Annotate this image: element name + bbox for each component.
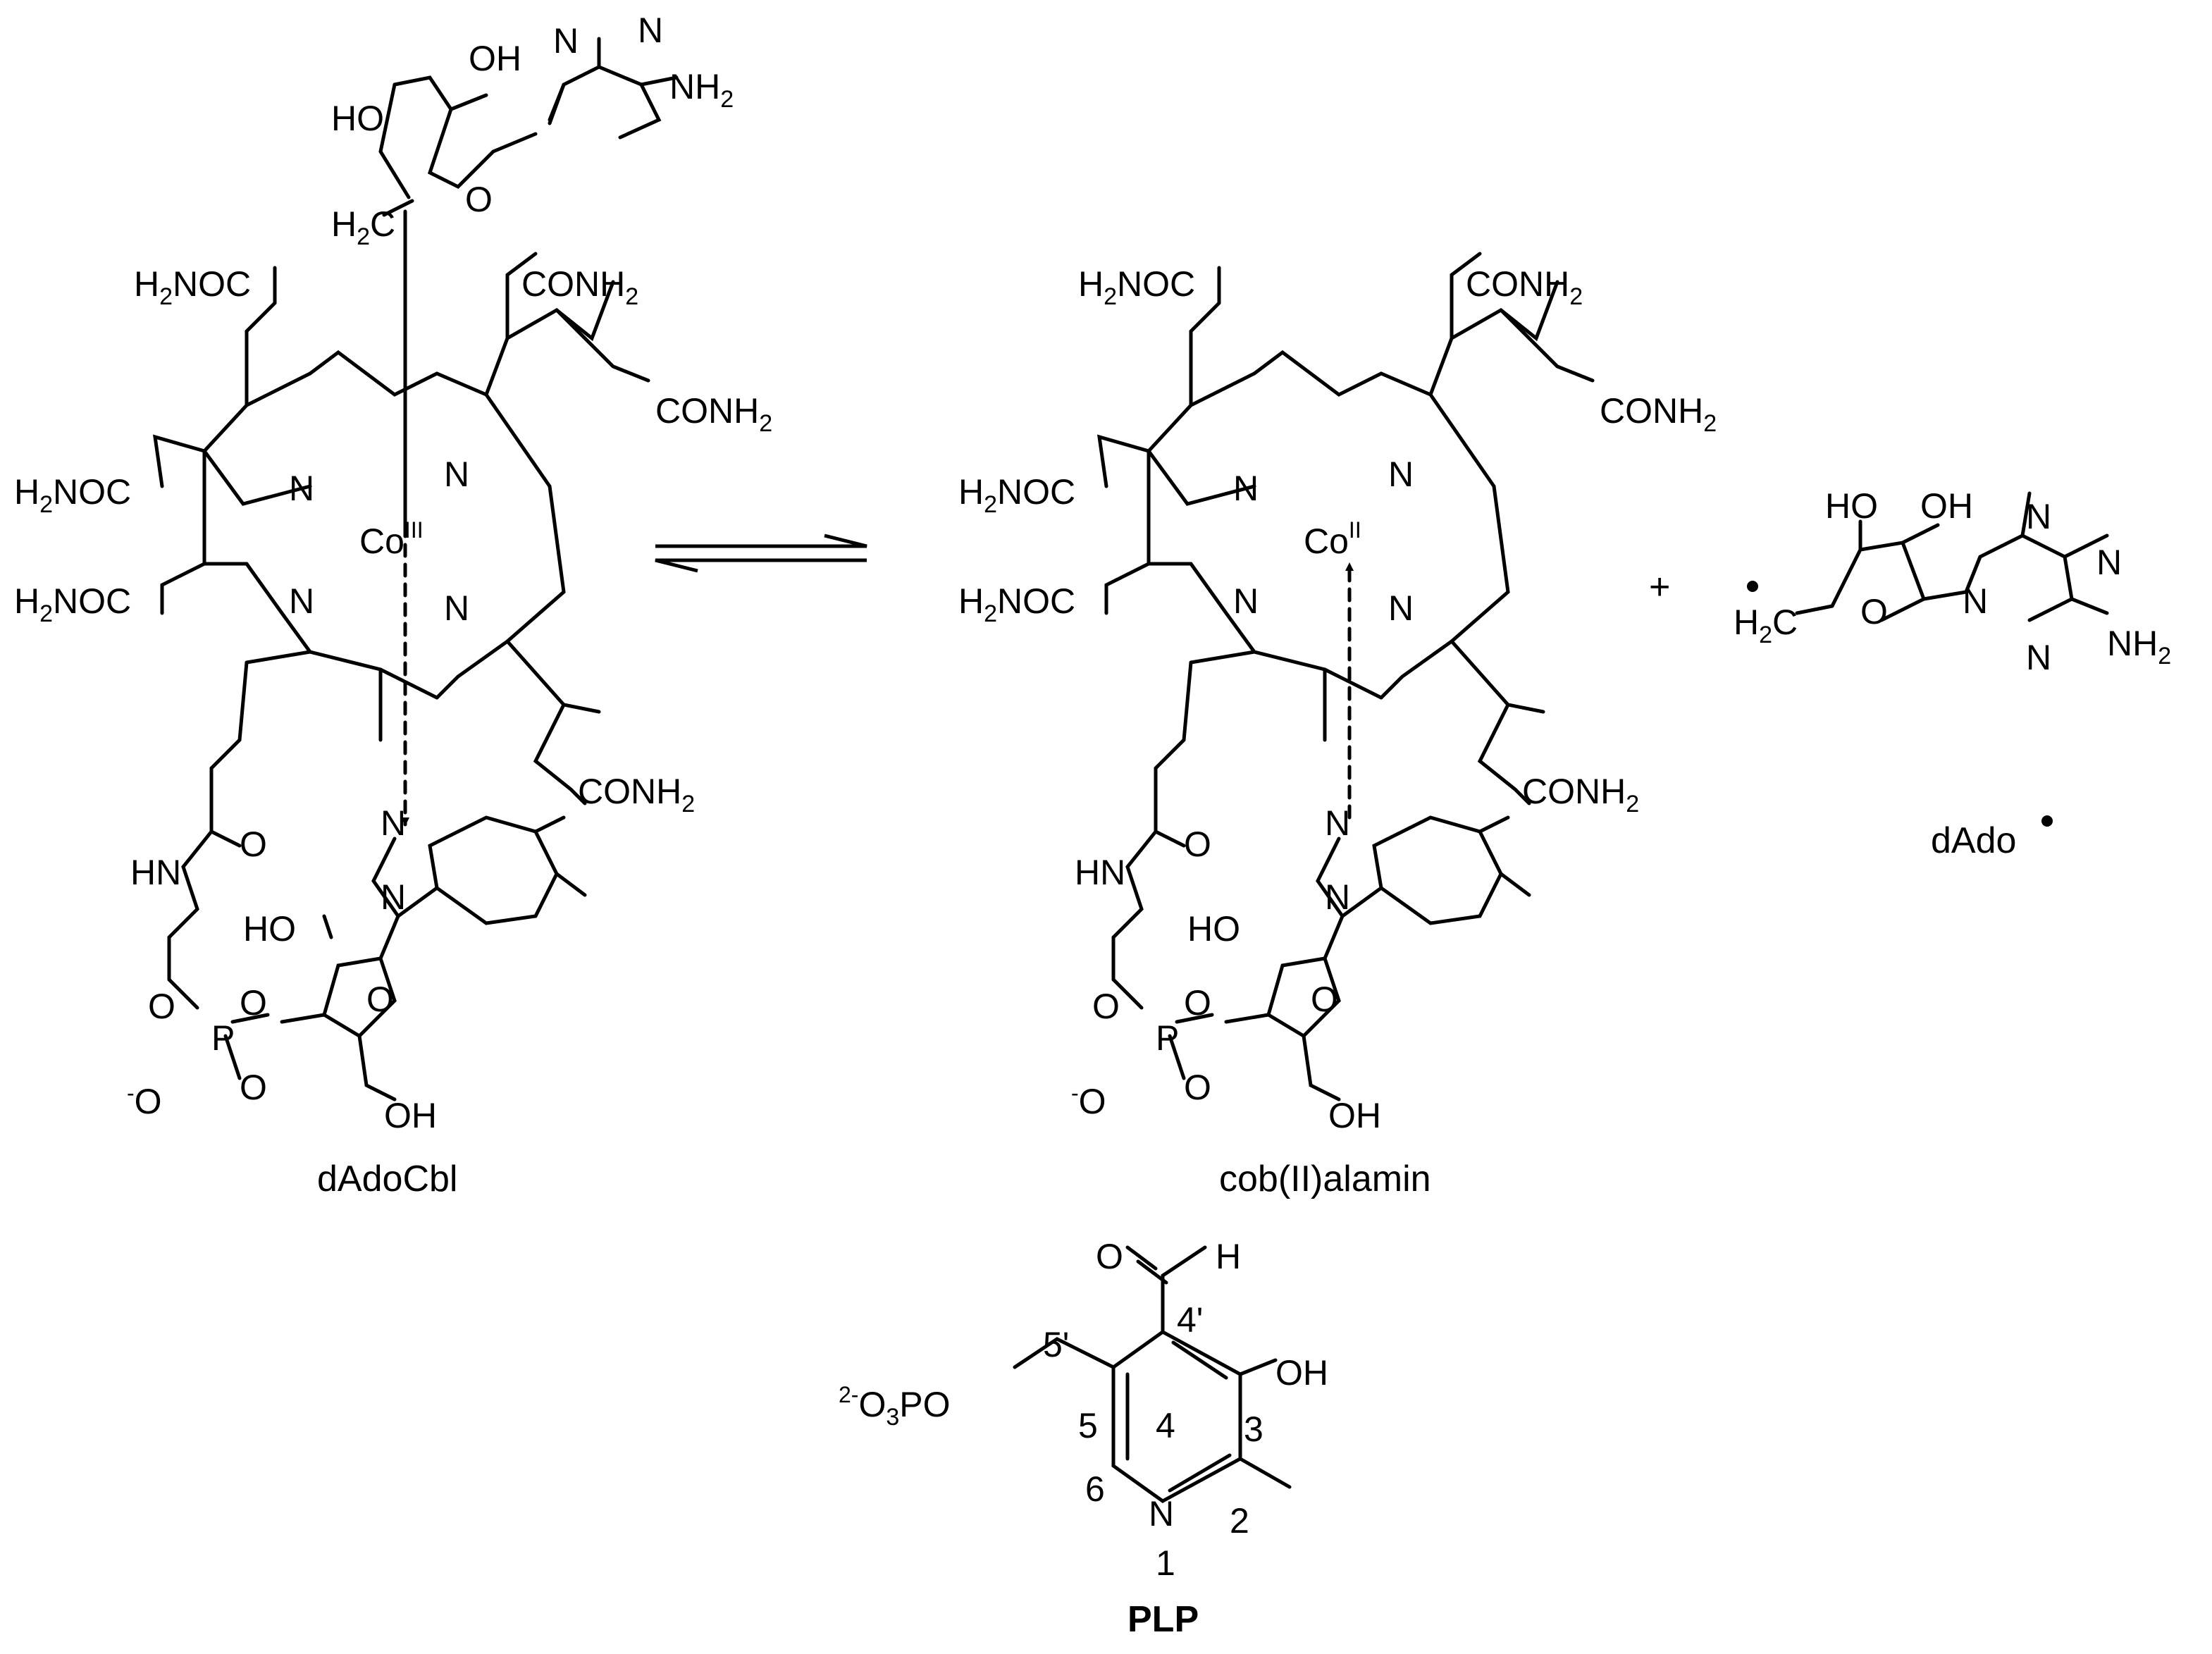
o-label: O (1184, 825, 1211, 864)
n-label: N (553, 21, 579, 61)
ho-label: HO (1187, 909, 1240, 949)
n-label: N (2096, 543, 2122, 582)
n-label: N (289, 469, 314, 508)
n-label: N (381, 877, 406, 917)
o-label: O (1096, 1237, 1123, 1276)
hn-label: HN (130, 853, 181, 892)
oh-label: OH (469, 39, 521, 78)
n-label: N (638, 11, 663, 50)
h2c-label: H2C (331, 204, 395, 250)
conh2-label: CONH2 (578, 772, 695, 817)
conh2-label: CONH2 (521, 264, 638, 310)
n-label: N (1325, 803, 1350, 843)
plp-number: 6 (1085, 1469, 1105, 1509)
n-label: N (381, 803, 406, 843)
h2noc-label: H2NOC (958, 472, 1075, 518)
neg-o-label: -O (127, 1080, 162, 1121)
h-label: H (1216, 1237, 1241, 1276)
o-label: O (148, 987, 175, 1026)
caption-cobalamin: cob(II)alamin (1219, 1159, 1431, 1199)
o-label: O (465, 180, 493, 219)
o-label: O (1311, 980, 1338, 1019)
n-label: N (444, 588, 469, 628)
cobalt-ii-label: CoII (1304, 517, 1361, 561)
h2noc-label: H2NOC (14, 581, 131, 627)
radical-dot (2041, 815, 2053, 827)
n-label: N (1325, 877, 1350, 917)
cobalt-iii-label: CoIII (359, 517, 424, 561)
conh2-label: CONH2 (1466, 264, 1583, 310)
plp-number: 3 (1244, 1409, 1263, 1449)
conh2-label: CONH2 (1600, 391, 1717, 437)
n-label: N (1149, 1494, 1174, 1533)
oh-label: OH (1275, 1353, 1328, 1393)
o-label: O (240, 983, 267, 1023)
n-label: N (1233, 581, 1259, 621)
h2c-label: H2C (1734, 603, 1798, 648)
n-label: N (444, 455, 469, 494)
conh2-label: CONH2 (1522, 772, 1639, 817)
o-label: O (1092, 987, 1120, 1026)
cobalamin-structure (1096, 252, 1595, 1101)
plp-number: 4' (1177, 1300, 1203, 1340)
h2noc-label: H2NOC (1078, 264, 1195, 310)
dado-radical-structure (1795, 491, 2109, 622)
h2noc-label: H2NOC (958, 581, 1075, 627)
p-label: P (211, 1018, 235, 1058)
plp-structure (1013, 1245, 1292, 1503)
cobalamin-labels: H2NOC CONH2 CONH2 H2NOC H2NOC N N N N Co… (958, 264, 1717, 1135)
n-label: N (1963, 581, 1988, 621)
o-label: O (366, 980, 394, 1019)
equilibrium-arrows (655, 533, 867, 573)
radical-dot (1747, 581, 1758, 592)
plp-number: 1 (1156, 1543, 1175, 1583)
plp-number: 5' (1043, 1325, 1069, 1364)
caption-dado: dAdo (1931, 820, 2016, 861)
plp-labels: O H OH N 2-O3PO 1 2 3 4 4' 5 5' 6 (839, 1237, 1328, 1583)
o-label: O (240, 825, 267, 864)
n-label: N (1388, 455, 1414, 494)
hn-label: HN (1075, 853, 1125, 892)
plp-number: 5 (1078, 1406, 1098, 1445)
oh-label: OH (384, 1096, 437, 1135)
caption-plp: PLP (1127, 1599, 1199, 1640)
n-label: N (1233, 469, 1259, 508)
n-label: N (2026, 497, 2051, 536)
plus-sign: + (1649, 567, 1670, 607)
oh-label: OH (1920, 486, 1973, 526)
n-label: N (289, 581, 314, 621)
plp-number: 2 (1230, 1501, 1249, 1541)
h2noc-label: H2NOC (134, 264, 251, 310)
o-label: O (1184, 983, 1211, 1023)
p-label: P (1156, 1018, 1179, 1058)
caption-dadocbl: dAdoCbl (317, 1159, 457, 1199)
dadocbl-labels: N N NH2 OH HO H2C O H2NOC CONH2 CONH2 H2… (14, 11, 772, 1135)
nh2-label: NH2 (2107, 624, 2171, 669)
ho-label: HO (331, 99, 384, 138)
ho-label: HO (1825, 486, 1878, 526)
dado-labels: H2C HO OH O N N N N NH2 (1734, 486, 2171, 677)
o-label: O (1860, 592, 1888, 631)
nh2-label: NH2 (669, 67, 734, 113)
neg-o-label: -O (1071, 1080, 1106, 1121)
oh-label: OH (1328, 1096, 1381, 1135)
conh2-label: CONH2 (655, 391, 772, 437)
dadocbl-structure (152, 37, 679, 1101)
h2noc-label: H2NOC (14, 472, 131, 518)
o-label: O (1184, 1068, 1211, 1107)
n-label: N (2026, 638, 2051, 677)
plp-number: 4 (1156, 1406, 1175, 1445)
ho-label: HO (243, 909, 296, 949)
o-label: O (240, 1068, 267, 1107)
n-label: N (1388, 588, 1414, 628)
o3po-label: 2-O3PO (839, 1382, 951, 1431)
